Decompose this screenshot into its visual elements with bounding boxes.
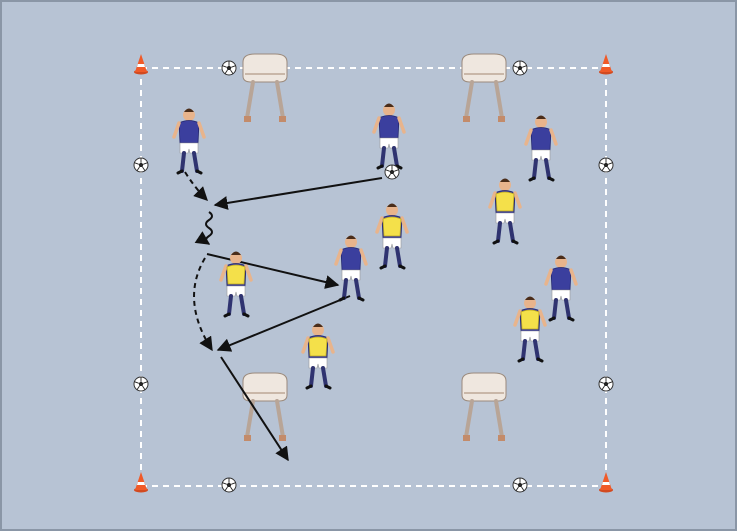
movement-arrows [184,171,383,462]
ball-icon [598,376,614,392]
ball-icon [512,60,528,76]
ball-icon [133,376,149,392]
ball-icon [133,157,149,173]
run-arrow [220,356,289,462]
ball-icon [384,164,400,180]
ball-icon [598,157,614,173]
dribble-arrow [194,211,213,245]
run-arrow [184,171,208,201]
pass-arrow [216,295,351,352]
run-arrow [193,257,213,352]
boundary-lines [140,67,607,487]
ball-icon [512,477,528,493]
pass-arrow [213,177,383,210]
ball-icon [221,477,237,493]
pass-arrow [206,253,340,289]
ball-icon [221,60,237,76]
